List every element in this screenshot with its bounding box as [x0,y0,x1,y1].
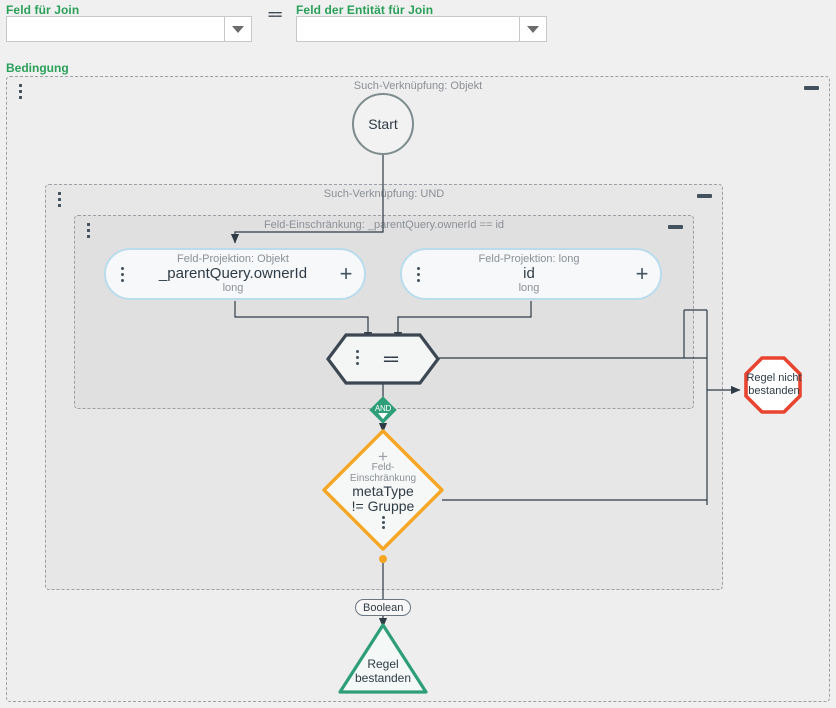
group-title-objekt: Such-Verknüpfung: Objekt [353,80,483,92]
projection-right-datatype: long [518,281,540,294]
rule-passed-line1: Regel [367,657,399,672]
group-title-feld-einschraenkung: Feld-Einschränkung: _parentQuery.ownerId… [263,219,505,231]
projection-right-content: Feld-Projektion: long id long [426,252,632,295]
node-menu-icon[interactable] [410,266,426,282]
comparator-node[interactable]: == [343,335,438,383]
projection-left-add-icon[interactable]: + [339,261,353,286]
drag-handle-icon[interactable] [19,84,23,100]
collapse-und-button[interactable] [697,194,712,198]
rule-passed-line2: bestanden [354,671,412,686]
condition-section-label: Bedingung [6,61,69,75]
field-restriction-name-line1: metaType [352,483,414,500]
projection-right-add-icon[interactable]: + [635,261,649,286]
comparator-label: == [383,351,398,367]
drag-handle-icon[interactable] [87,223,91,239]
rule-failed-line2: bestanden [748,385,800,397]
boolean-type-label: Boolean [363,601,404,614]
chevron-down-icon[interactable] [224,17,251,41]
collapse-objekt-button[interactable] [804,86,819,90]
rule-failed-line1: Regel nicht [746,371,802,384]
projection-left-type: Feld-Projektion: Objekt [177,252,289,265]
collapse-feld-einschraenkung-button[interactable] [668,225,683,229]
node-menu-icon[interactable] [381,515,385,529]
projection-node-parentquery-ownerid[interactable]: Feld-Projektion: Objekt _parentQuery.own… [104,248,366,300]
projection-right-name: id [523,265,535,283]
group-title-und: Such-Verknüpfung: UND [323,188,445,200]
rule-passed-node[interactable]: Regel bestanden [339,622,427,694]
join-operator: == [268,7,282,22]
projection-node-id[interactable]: Feld-Projektion: long id long + [400,248,662,300]
projection-left-content: Feld-Projektion: Objekt _parentQuery.own… [130,252,336,295]
rule-failed-label: Regel nicht bestanden [746,356,802,414]
start-node-label: Start [368,116,398,132]
right-field-combobox[interactable] [296,16,547,42]
field-restriction-node[interactable]: + Feld- Einschränkung metaType != Gruppe [324,431,442,549]
node-menu-icon[interactable] [114,266,130,282]
projection-left-datatype: long [222,281,244,294]
and-connector-node[interactable]: AND [370,397,396,423]
rule-failed-node[interactable]: Regel nicht bestanden [746,356,802,414]
drag-handle-icon[interactable] [58,192,62,208]
rule-passed-label: Regel bestanden [339,658,427,686]
join-form: Feld für Join == Feld der Entität für Jo… [0,0,836,58]
field-restriction-add-icon[interactable]: + [378,447,388,467]
left-field-combobox[interactable] [6,16,252,42]
start-node[interactable]: Start [352,93,414,155]
chevron-down-icon[interactable] [519,17,546,41]
node-menu-icon[interactable] [356,350,359,365]
left-field-label: Feld für Join [6,3,80,17]
right-field-label: Feld der Entität für Join [296,3,434,17]
and-connector-label: AND [374,404,392,413]
field-restriction-type-line2: Einschränkung [349,472,417,484]
boolean-type-pill: Boolean [355,599,412,616]
field-restriction-type-line1: Feld- [371,462,395,474]
field-restriction-name-line2: != Gruppe [351,498,415,514]
projection-left-name: _parentQuery.ownerId [158,265,308,283]
projection-right-type: Feld-Projektion: long [478,252,580,265]
